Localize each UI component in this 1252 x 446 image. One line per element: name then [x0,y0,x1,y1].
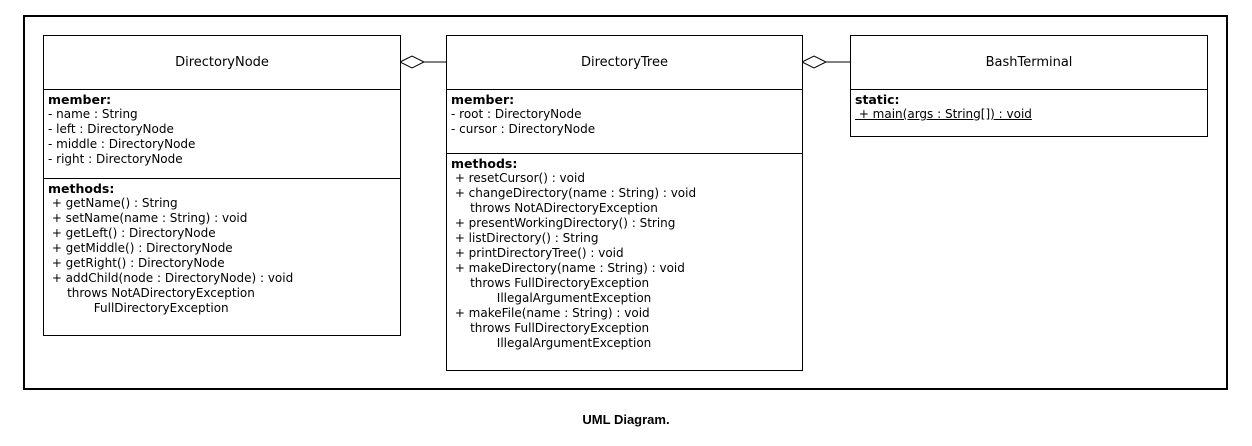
static-method-line: + main(args : String[]) : void [855,107,1032,121]
diagram-caption: UML Diagram. [582,412,670,427]
method-line: + listDirectory() : String [451,231,599,245]
method-line: + getMiddle() : DirectoryNode [48,241,233,255]
class-name: DirectoryNode [44,36,400,90]
method-line: throws FullDirectoryException [451,276,650,290]
method-line: throws NotADirectoryException [451,201,658,215]
method-line: + printDirectoryTree() : void [451,246,624,260]
method-line: + makeDirectory(name : String) : void [451,261,685,275]
class-bashterminal: BashTerminal static: + main(args : Strin… [850,35,1208,137]
method-line: throws NotADirectoryException [48,286,255,300]
method-line: throws FullDirectoryException [451,321,650,335]
member-line: - middle : DirectoryNode [48,137,196,151]
method-line: FullDirectoryException [48,301,229,315]
method-line: + setName(name : String) : void [48,211,248,225]
method-line: + addChild(node : DirectoryNode) : void [48,271,294,285]
method-line: + getLeft() : DirectoryNode [48,226,216,240]
member-line: - cursor : DirectoryNode [451,122,596,136]
method-line: + resetCursor() : void [451,171,585,185]
method-line: + makeFile(name : String) : void [451,306,650,320]
aggregation-diamond-icon [398,55,426,69]
members-compartment: member: - root : DirectoryNode - cursor … [447,90,802,153]
member-line: - name : String [48,107,138,121]
methods-compartment: methods: + resetCursor() : void + change… [447,153,802,355]
method-line: + getRight() : DirectoryNode [48,256,225,270]
compartment-title: member: [48,92,112,107]
member-line: - right : DirectoryNode [48,152,183,166]
method-line: IllegalArgumentException [451,291,652,305]
class-name: BashTerminal [851,36,1207,90]
aggregation-connector-terminal-tree [800,55,850,69]
members-compartment: member: - name : String - left : Directo… [44,90,400,178]
method-line: + getName() : String [48,196,178,210]
method-line: + changeDirectory(name : String) : void [451,186,697,200]
class-name: DirectoryTree [447,36,802,90]
compartment-title: methods: [48,181,115,196]
method-line: IllegalArgumentException [451,336,652,350]
compartment-title: static: [855,92,900,107]
class-directorytree: DirectoryTree member: - root : Directory… [446,35,803,371]
aggregation-diamond-icon [800,55,828,69]
compartment-title: member: [451,92,515,107]
method-line: + presentWorkingDirectory() : String [451,216,676,230]
static-compartment: static: + main(args : String[]) : void [851,90,1207,126]
methods-compartment: methods: + getName() : String + setName(… [44,178,400,320]
member-line: - root : DirectoryNode [451,107,582,121]
member-line: - left : DirectoryNode [48,122,174,136]
class-directorynode: DirectoryNode member: - name : String - … [43,35,401,336]
aggregation-connector-tree-node [398,55,446,69]
compartment-title: methods: [451,156,518,171]
